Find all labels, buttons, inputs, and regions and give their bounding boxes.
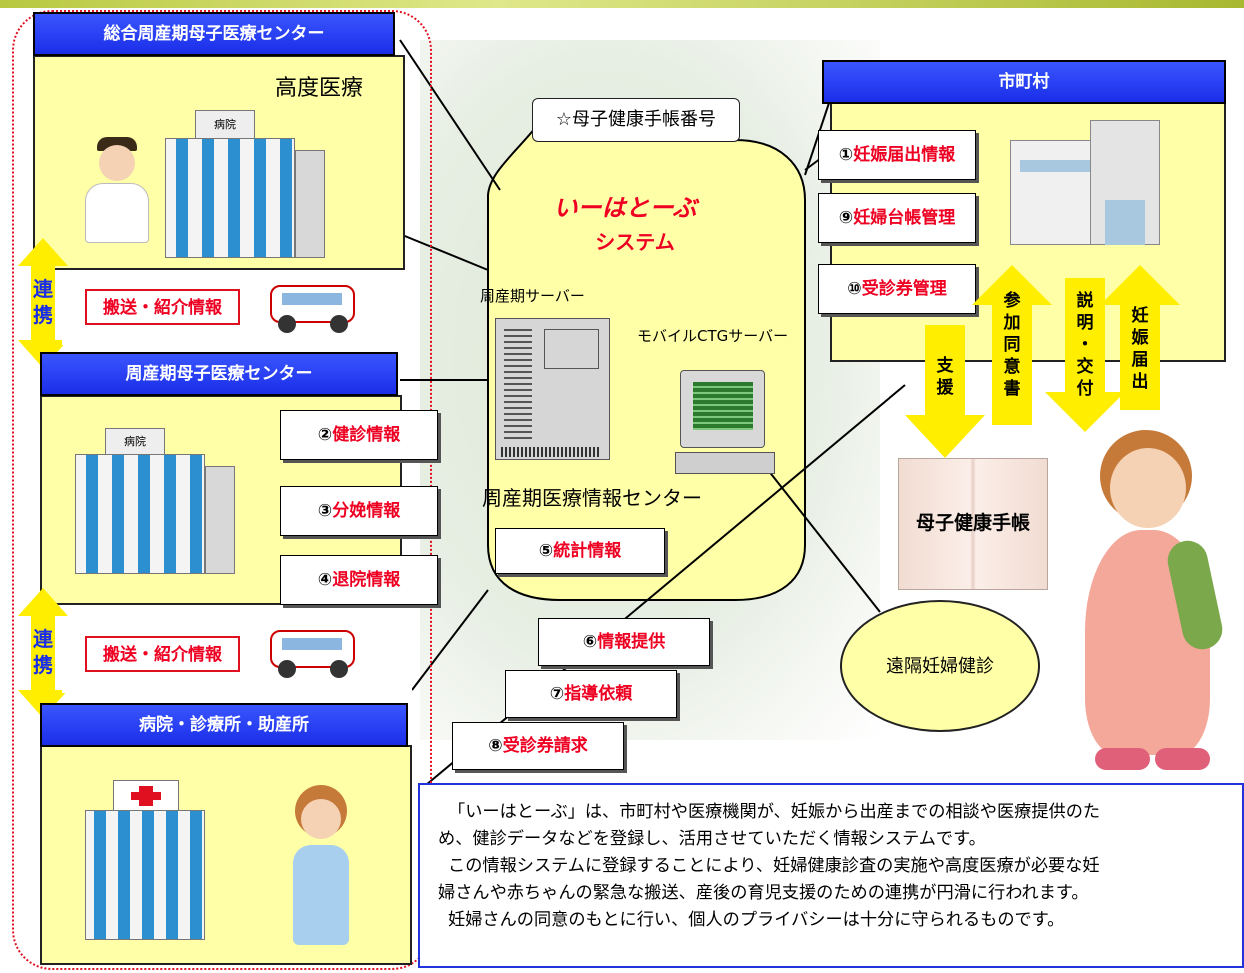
notify-arrow (1100, 265, 1180, 410)
support-arrow (905, 325, 985, 458)
line-system-municipality-2 (804, 99, 831, 176)
advanced-care-label: 高度医療 (275, 76, 364, 101)
clinic-building-icon (85, 780, 235, 945)
ctg-server-label: モバイルCTGサーバー (637, 327, 789, 345)
info-item-8: ⑧受診券請求 (452, 722, 624, 770)
city-hall-building-icon (1010, 120, 1160, 248)
info-item-1: ①妊娠届出情報 (818, 130, 976, 180)
handbook-icon (898, 458, 1048, 590)
info-item-7: ⑦指導依頼 (505, 670, 677, 718)
hospital-building-icon-2: 病院 (75, 428, 240, 578)
coop-arrow-1: 連携 (18, 238, 68, 368)
coop-char-1: 連 (33, 277, 53, 301)
server-icon (495, 318, 610, 460)
coop-char-2: 携 (33, 303, 53, 327)
line-general-system (399, 39, 501, 191)
handbook-label: 母子健康手帳 (915, 512, 1030, 534)
info-item-10: ⑩受診券管理 (818, 264, 976, 314)
handbook-number-label: ☆母子健康手帳番号 (532, 98, 740, 142)
hospital-building-icon: 病院 (165, 110, 325, 260)
server-label: 周産期サーバー (480, 287, 585, 305)
line-clinic-system (411, 589, 489, 691)
description-line-5: 妊婦さんの同意のもとに行い、個人のプライバシーは十分に守られるものです。 (448, 910, 1065, 930)
ambulance-icon-1 (270, 285, 355, 335)
description-line-4: 婦さんや赤ちゃんの緊急な搬送、産後の育児支援のための連携が円滑に行われます。 (438, 883, 1089, 903)
perinatal-center-title: 周産期母子医療センター (40, 352, 398, 396)
top-decoration-band (0, 0, 1244, 8)
info-item-9: ⑨妊婦台帳管理 (818, 193, 976, 243)
system-name: いーはとーぶ (553, 194, 697, 222)
description-line-2: め、健診データなどを登録し、活用させていただく情報システムです。 (438, 829, 986, 849)
description-line-3: この情報システムに登録することにより、妊婦健康診査の実施や高度医療が必要な妊 (448, 856, 1100, 876)
nurse-icon (285, 785, 357, 950)
ambulance-icon-2 (270, 630, 355, 680)
general-center-title: 総合周産期母子医療センター (33, 12, 395, 56)
coop-arrow-2: 連携 (18, 588, 68, 718)
info-item-3: ③分娩情報 (280, 486, 438, 536)
remote-checkup-label: 遠隔妊婦健診 (840, 600, 1040, 732)
coop-char-4: 携 (33, 653, 53, 677)
pregnant-woman-icon (1065, 430, 1240, 775)
notify-text: 妊娠届出 (1131, 306, 1149, 392)
info-center-label: 周産期医療情報センター (482, 486, 702, 510)
support-text: 支援 (936, 356, 954, 398)
explain-arrow (1045, 278, 1125, 432)
explain-text: 説明・交付 (1076, 291, 1094, 399)
info-item-2: ②健診情報 (280, 410, 438, 460)
system-bubble (487, 111, 806, 601)
computer-icon (675, 370, 775, 480)
coop-char-3: 連 (33, 627, 53, 651)
consent-arrow (972, 265, 1052, 425)
system-name-sub: システム (595, 230, 675, 254)
description-line-1: 「いーはとーぶ」は、市町村や医療機関が、妊娠から出産までの相談や医療提供のた (448, 802, 1101, 822)
transfer-info-label-2: 搬送・紹介情報 (85, 636, 240, 672)
doctor-icon (75, 135, 160, 245)
clinic-title: 病院・診療所・助産所 (40, 703, 408, 747)
hospital-sign: 病院 (195, 110, 255, 140)
transfer-info-label-1: 搬送・紹介情報 (85, 289, 240, 325)
line-ctg-remote (767, 469, 881, 613)
info-item-5: ⑤統計情報 (495, 528, 665, 574)
info-item-6: ⑥情報提供 (538, 618, 710, 666)
description-box: 「いーはとーぶ」は、市町村や医療機関が、妊娠から出産までの相談や医療提供のた め… (418, 783, 1244, 968)
municipality-title: 市町村 (822, 60, 1226, 104)
hospital-sign-2: 病院 (105, 428, 165, 456)
info-item-4: ④退院情報 (280, 555, 438, 605)
consent-text: 参加同意書 (1003, 291, 1021, 399)
line-general-system-2 (394, 231, 489, 271)
